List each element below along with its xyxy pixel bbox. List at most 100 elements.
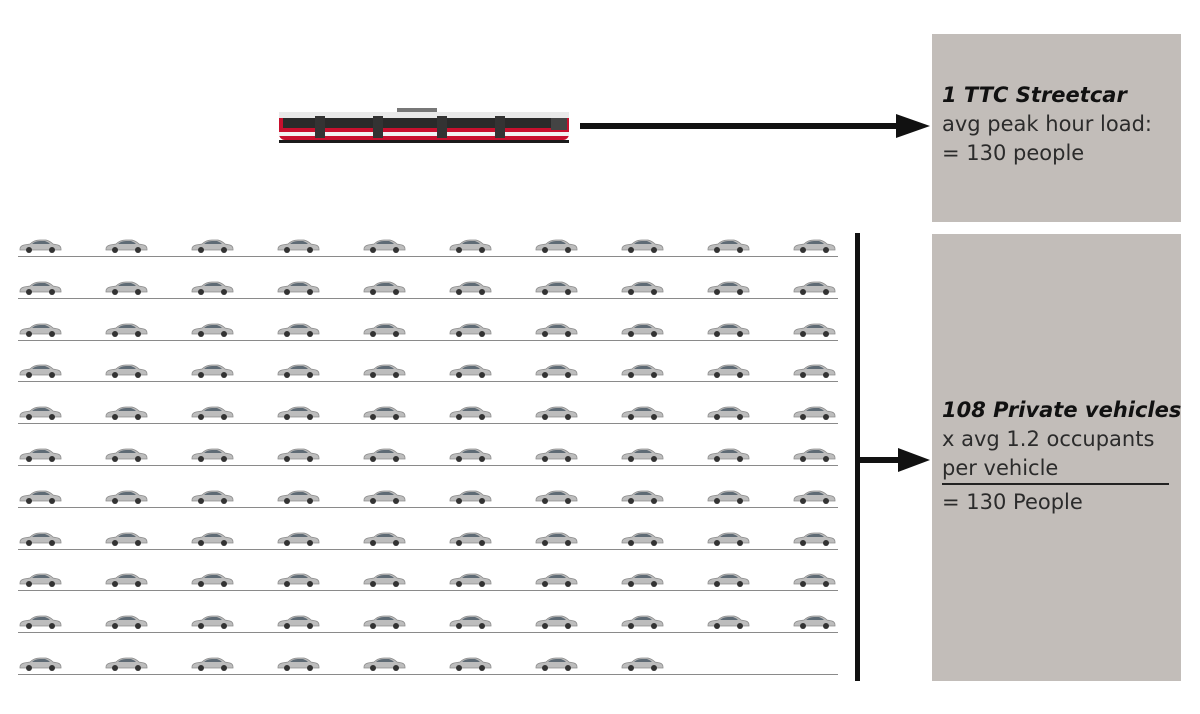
car-icon [19, 615, 62, 630]
car-icon [105, 573, 148, 588]
car-icon [707, 281, 750, 295]
car-icon [19, 323, 62, 337]
arrow-to-vehicles-box [858, 448, 930, 472]
car-icon [191, 406, 234, 421]
car-icon [793, 615, 836, 630]
car-icon [449, 490, 492, 504]
car-row [18, 403, 838, 425]
car-icon [105, 448, 148, 462]
car-icon [277, 448, 320, 462]
car-icon [191, 615, 234, 630]
car-icon [363, 615, 406, 630]
car-icon [621, 573, 664, 588]
car-icon [105, 490, 148, 504]
car-icon [449, 239, 492, 253]
car-icon [535, 323, 578, 337]
car-icon [363, 323, 406, 337]
car-icon [277, 323, 320, 337]
streetcar-people: = 130 people [942, 141, 1085, 165]
car-icon [105, 406, 148, 421]
car-icon [707, 532, 750, 546]
car-icon [191, 490, 234, 504]
vehicles-title: 108 Private vehicles [942, 398, 1182, 422]
car-icon [363, 239, 406, 253]
car-icon [191, 239, 234, 253]
car-icon [19, 573, 62, 588]
car-icon [535, 406, 578, 421]
car-icon [105, 364, 148, 379]
car-icon [449, 532, 492, 546]
car-icon [363, 364, 406, 379]
car-icon [535, 532, 578, 546]
car-icon [363, 573, 406, 588]
car-icon [535, 490, 578, 504]
car-icon [621, 323, 664, 337]
car-icon [191, 281, 234, 295]
car-icon [19, 364, 62, 379]
car-icon [449, 281, 492, 295]
car-icon [191, 573, 234, 588]
car-icon [363, 490, 406, 504]
car-icon [449, 657, 492, 671]
car-icon [707, 239, 750, 253]
vehicles-occupancy: x avg 1.2 occupants [942, 427, 1155, 451]
car-icon [793, 364, 836, 379]
car-icon [105, 323, 148, 337]
car-icon [707, 364, 750, 379]
car-row [18, 278, 838, 299]
car-icon [191, 364, 234, 379]
car-row [18, 570, 838, 592]
car-icon [277, 532, 320, 546]
car-icon [707, 573, 750, 588]
car-icon [363, 281, 406, 295]
car-icon [793, 239, 836, 253]
car-icon [793, 406, 836, 421]
car-icon [535, 615, 578, 630]
car-icon [621, 239, 664, 253]
car-icon [277, 281, 320, 295]
car-icon [449, 364, 492, 379]
sum-rule [942, 483, 1169, 485]
car-icon [707, 448, 750, 462]
car-icon [621, 448, 664, 462]
car-icon [19, 406, 62, 421]
car-icon [449, 573, 492, 588]
car-icon [707, 323, 750, 337]
car-icon [191, 323, 234, 337]
car-icon [191, 448, 234, 462]
car-icon [449, 406, 492, 421]
streetcar-load-label: avg peak hour load: [942, 112, 1152, 136]
car-icon [707, 406, 750, 421]
vehicles-people: = 130 People [942, 490, 1083, 514]
car-icon [621, 364, 664, 379]
car-row [18, 361, 838, 383]
vehicles-info-box: 108 Private vehicles x avg 1.2 occupants… [932, 234, 1181, 681]
car-icon [707, 615, 750, 630]
car-icon [793, 323, 836, 337]
car-row [18, 529, 838, 550]
car-icon [105, 615, 148, 630]
car-icon [535, 281, 578, 295]
car-icon [707, 490, 750, 504]
bracket-line [855, 233, 860, 681]
car-icon [277, 364, 320, 379]
car-icon [793, 490, 836, 504]
car-icon [105, 657, 148, 671]
car-icon [535, 657, 578, 671]
car-icon [621, 281, 664, 295]
car-icon [277, 573, 320, 588]
car-icon [621, 532, 664, 546]
streetcar-title: 1 TTC Streetcar [942, 83, 1127, 107]
car-icon [19, 239, 62, 253]
car-icon [363, 532, 406, 546]
car-icon [621, 615, 664, 630]
car-icon [191, 532, 234, 546]
car-row [18, 487, 838, 508]
car-icon [793, 532, 836, 546]
car-icon [449, 615, 492, 630]
car-icon [449, 448, 492, 462]
streetcar-icon [279, 108, 569, 143]
car-icon [793, 448, 836, 462]
car-icon [363, 448, 406, 462]
car-icon [105, 281, 148, 295]
